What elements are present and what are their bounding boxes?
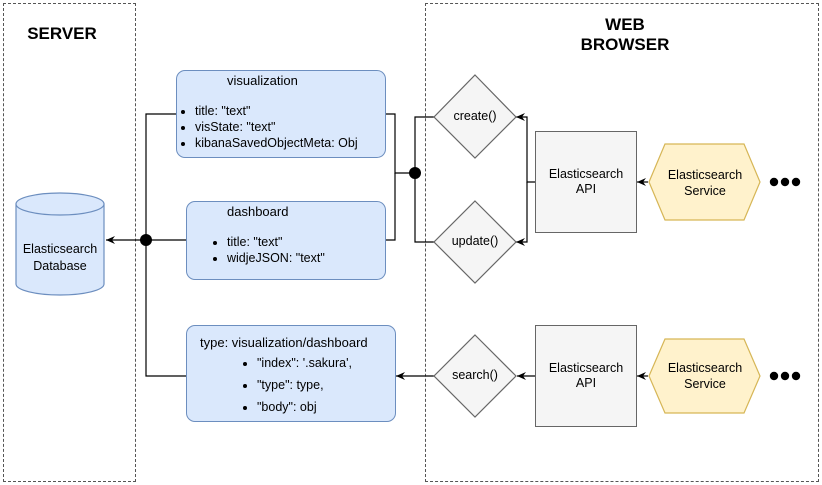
search-params-card: type: visualization/dashboard "index": '… (186, 325, 396, 422)
service-bottom-line1: Elasticsearch (667, 361, 743, 375)
search-label: search() (452, 368, 498, 382)
connector-visualization-right (386, 113, 415, 174)
more-bottom-icon (769, 371, 801, 381)
api-top-line1: Elasticsearch (548, 167, 624, 181)
connector-api-to-update (516, 182, 528, 246)
create-label: create() (453, 109, 497, 123)
junction-left (140, 234, 152, 246)
api-top-line2: API (575, 182, 597, 196)
create-diamond (433, 74, 517, 159)
server-title: SERVER (27, 24, 97, 43)
list-item: widjeJSON: "text" (227, 250, 325, 266)
connector-junction-to-update (414, 173, 434, 243)
more-top-icon (769, 177, 801, 187)
browser-title-line2: BROWSER (580, 35, 670, 54)
list-item: title: "text" (195, 103, 358, 119)
dashboard-card: dashboard title: "text" widjeJSON: "text… (186, 201, 386, 280)
junction-right (409, 167, 421, 179)
update-diamond (433, 200, 517, 284)
dashboard-title: dashboard (227, 204, 289, 219)
service-top-line1: Elasticsearch (667, 168, 743, 182)
api-bottom-line2: API (575, 376, 597, 390)
list-item: "index": '.sakura', (257, 353, 352, 373)
search-params-fields: "index": '.sakura', "type": type, "body"… (241, 353, 352, 417)
visualization-title: visualization (227, 73, 298, 88)
connector-dashboard-right (386, 173, 396, 241)
database-line1: Elasticsearch (22, 242, 98, 256)
search-params-title: type: visualization/dashboard (200, 335, 368, 350)
server-zone (3, 3, 136, 482)
api-top-box: Elasticsearch API (535, 131, 637, 233)
api-bottom-box: Elasticsearch API (535, 325, 637, 427)
dashboard-fields: title: "text" widjeJSON: "text" (211, 234, 325, 266)
visualization-fields: title: "text" visState: "text" kibanaSav… (179, 103, 358, 151)
database-cylinder (15, 192, 105, 296)
database-label: Elasticsearch Database (16, 241, 104, 275)
browser-title-line1: WEB (605, 15, 645, 34)
list-item: "body": obj (257, 397, 352, 417)
search-diamond (433, 334, 517, 418)
list-item: title: "text" (227, 234, 325, 250)
api-bottom-line1: Elasticsearch (548, 361, 624, 375)
service-top-label: Elasticsearch Service (655, 167, 755, 199)
connector-api-to-create (516, 113, 535, 183)
service-bottom-label: Elasticsearch Service (655, 360, 755, 392)
list-item: kibanaSavedObjectMeta: Obj (195, 135, 358, 151)
database-line2: Database (33, 259, 87, 273)
service-top-line2: Service (684, 184, 726, 198)
service-bottom-hexagon (648, 338, 761, 414)
visualization-card: visualization title: "text" visState: "t… (176, 70, 386, 158)
service-bottom-line2: Service (684, 377, 726, 391)
connector-junction-to-create (414, 116, 434, 173)
list-item: visState: "text" (195, 119, 358, 135)
service-top-hexagon (648, 143, 761, 221)
list-item: "type": type, (257, 375, 352, 395)
update-label: update() (451, 234, 499, 248)
